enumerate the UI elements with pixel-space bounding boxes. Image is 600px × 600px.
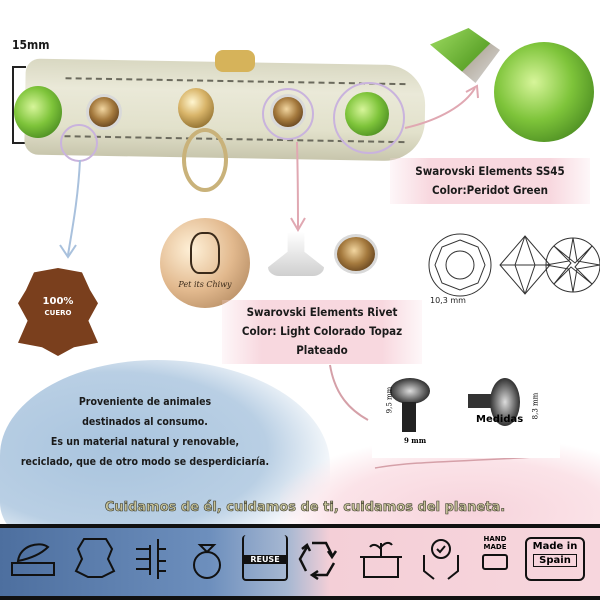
leather-badge-label: CUERO — [44, 309, 72, 317]
made-in-label: Made in — [532, 541, 578, 552]
rivet-width: 9 mm — [404, 436, 427, 445]
plant-box-icon — [360, 541, 402, 578]
made-in-spain-icon: Made in Spain — [525, 537, 585, 581]
crystal-diameter: 10,3 mm — [430, 296, 466, 305]
crystal-cut-diagrams — [428, 233, 600, 297]
handmade-label: HAND — [483, 535, 507, 543]
layers-icon — [136, 539, 166, 579]
rivet-height: 9,5 mm — [385, 386, 394, 414]
rivet-name: Swarovski Elements Rivet — [246, 305, 398, 319]
rivet-head-size: 8,3 mm — [531, 392, 540, 420]
thread-spool — [482, 554, 508, 570]
chihuahua-engraving — [190, 232, 220, 274]
tag-engraving: Pet its Chiwy — [178, 280, 232, 289]
measures-caption: Medidas — [476, 414, 524, 425]
highlight-circle — [333, 82, 405, 154]
description-line: reciclado, que de otro modo se desperdic… — [20, 456, 270, 468]
rivet-front-drawing — [390, 378, 430, 404]
buckle — [215, 50, 255, 72]
rivet-side-stem — [468, 394, 494, 408]
recycle-icon — [298, 541, 338, 581]
slogan: Cuidamos de él, cuidamos de ti, cuidamos… — [104, 500, 506, 516]
rivet-front-photo — [334, 234, 378, 274]
highlight-circle — [262, 88, 314, 140]
peridot-stone — [14, 86, 62, 138]
description-line: Proveniente de animales — [78, 396, 212, 408]
gold-stud — [178, 88, 214, 128]
leather-hide-icon — [74, 538, 116, 578]
crystal-caption: Swarovski Elements SS45 Color:Peridot Gr… — [390, 158, 590, 204]
rivet-measurements: 9,5 mm 9 mm Medidas 8,3 mm — [372, 372, 560, 458]
eco-icons-band — [0, 524, 600, 600]
description-line: destinados al consumo. — [82, 416, 208, 428]
rivet-caption: Swarovski Elements Rivet Color: Light Co… — [222, 300, 422, 364]
name-tag: Pet its Chiwy — [160, 218, 250, 308]
crystal-name: Swarovski Elements SS45 — [415, 164, 565, 178]
reuse-label: REUSE — [244, 555, 286, 564]
rivet-finish: Plateado — [296, 343, 348, 357]
leather-badge: 100% CUERO — [18, 268, 98, 356]
reuse-bag-icon: REUSE — [242, 535, 288, 581]
rivet-stem — [402, 402, 416, 432]
spain-label: Spain — [533, 554, 577, 567]
handmade-label: MADE — [483, 543, 507, 551]
topaz-rivet — [86, 94, 122, 130]
leather-badge-percent: 100% — [42, 296, 74, 307]
width-label: 15mm — [12, 38, 50, 52]
leather-description: Proveniente de animales destinados al co… — [0, 392, 290, 472]
peridot-crystal-top — [494, 42, 594, 142]
width-bracket — [12, 66, 26, 144]
rivet-color: Color: Light Colorado Topaz — [241, 324, 403, 338]
rivet-side-drawing — [490, 378, 520, 426]
diamond-ring-icon — [193, 544, 221, 579]
breathable-leather-icon — [11, 543, 55, 576]
quality-hands-icon — [423, 539, 459, 580]
d-ring — [182, 128, 228, 192]
description-line: Es un material natural y renovable, — [50, 436, 240, 448]
crystal-color: Color:Peridot Green — [432, 183, 548, 197]
